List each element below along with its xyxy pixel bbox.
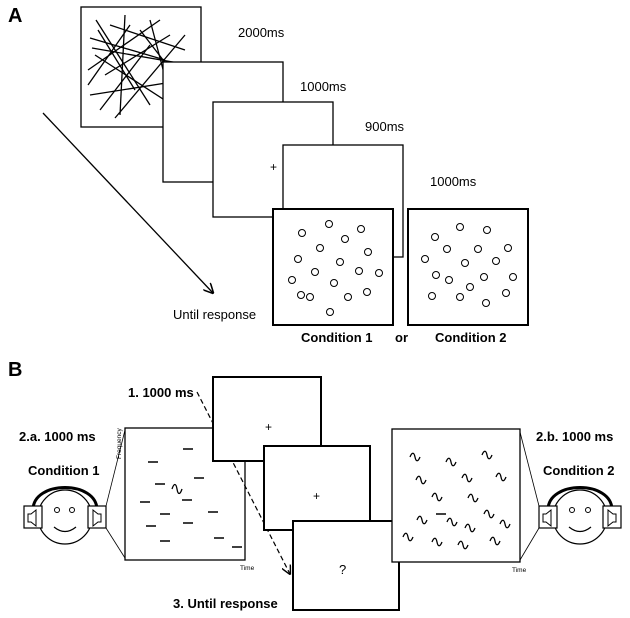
fixation-cross-1: + bbox=[265, 420, 272, 434]
speaker-icon-right-ear bbox=[87, 505, 107, 529]
listener-condition1: Condition 1 bbox=[23, 429, 126, 559]
headphone-band-left bbox=[31, 486, 99, 511]
speaker-icon-left-ear-2 bbox=[538, 505, 558, 529]
step2b-label: 2.b. 1000 ms bbox=[536, 429, 613, 444]
response-arrow bbox=[42, 112, 213, 293]
condition1-listener-label: Condition 1 bbox=[28, 463, 100, 478]
face-left bbox=[37, 489, 93, 545]
speaker-icon-left-ear bbox=[23, 505, 43, 529]
panel-b: B Frequency Time bbox=[8, 359, 622, 611]
fixation-frame-2: + bbox=[263, 445, 371, 531]
speaker-icon-right-ear-2 bbox=[602, 505, 622, 529]
step3-label: 3. Until response bbox=[173, 596, 278, 611]
duration-fixation: 900ms bbox=[365, 119, 405, 134]
condition1-stimulus-frame bbox=[272, 208, 394, 326]
condition2-stimulus-frame bbox=[407, 208, 529, 326]
panel-a-label: A bbox=[8, 5, 22, 27]
or-caption: or bbox=[395, 330, 408, 345]
axis-label-time-right: Time bbox=[512, 567, 527, 574]
step1-label: 1. 1000 ms bbox=[128, 385, 194, 400]
duration-stimulus: 1000ms bbox=[430, 174, 477, 189]
duration-blank: 1000ms bbox=[300, 79, 347, 94]
face-right bbox=[552, 489, 608, 545]
fixation-cross-2: + bbox=[313, 489, 320, 503]
condition1-caption: Condition 1 bbox=[301, 330, 373, 345]
listener-condition2: Condition 2 bbox=[519, 431, 622, 561]
question-mark: ? bbox=[339, 562, 346, 577]
headphone-band-right bbox=[546, 486, 614, 511]
axis-label-time-left: Time bbox=[240, 565, 255, 572]
spectrogram-condition2: Time bbox=[391, 428, 527, 574]
panel-a: A 2000ms bbox=[8, 5, 529, 345]
response-label: Until response bbox=[173, 307, 256, 322]
response-frame: ? bbox=[292, 520, 400, 611]
condition2-listener-label: Condition 2 bbox=[543, 463, 615, 478]
sweep-tone-segments bbox=[402, 450, 511, 550]
axis-label-frequency-left: Frequency bbox=[116, 428, 123, 459]
dot-array-condition1 bbox=[288, 220, 383, 316]
panel-b-label: B bbox=[8, 359, 22, 381]
step2a-label: 2.a. 1000 ms bbox=[19, 429, 96, 444]
sweep-tone-segment bbox=[171, 483, 183, 495]
duration-mask: 2000ms bbox=[238, 25, 285, 40]
dot-array-condition2 bbox=[421, 223, 517, 307]
condition2-caption: Condition 2 bbox=[435, 330, 507, 345]
fixation-cross: + bbox=[270, 160, 277, 174]
